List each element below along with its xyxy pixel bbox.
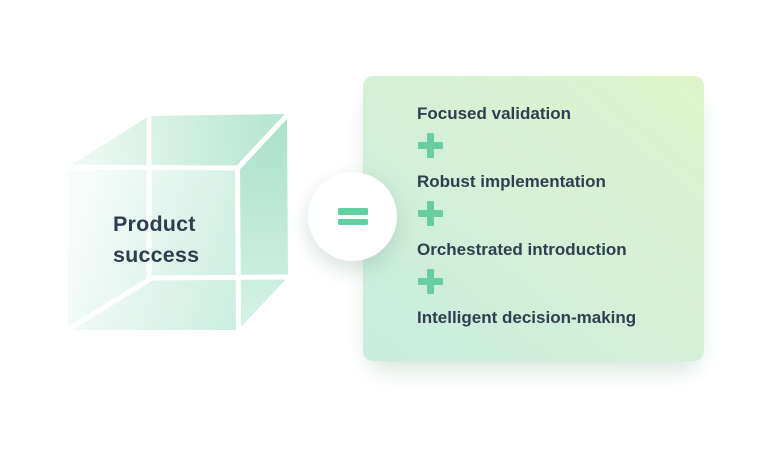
cube-front-face (68, 167, 238, 330)
panel-item-orchestrated-introduction: Orchestrated introduction (417, 240, 627, 259)
panel-item-focused-validation: Focused validation (417, 104, 571, 123)
cube-edges (62, 109, 293, 335)
equals-circle (308, 172, 397, 261)
equals-bar-bottom (337, 218, 368, 225)
cube-top-face (68, 114, 287, 168)
panel-item-robust-implementation: Robust implementation (417, 172, 606, 191)
plus-icon (418, 201, 443, 226)
equals-icon (337, 208, 368, 225)
plus-icon (418, 269, 443, 294)
equals-bar-top (337, 208, 368, 215)
cube-title: Product success (113, 212, 200, 267)
plus-icon (418, 133, 443, 158)
sum-panel: Focused validation Robust implementation… (363, 76, 704, 361)
panel-item-intelligent-decision-making: Intelligent decision-making (417, 308, 637, 327)
